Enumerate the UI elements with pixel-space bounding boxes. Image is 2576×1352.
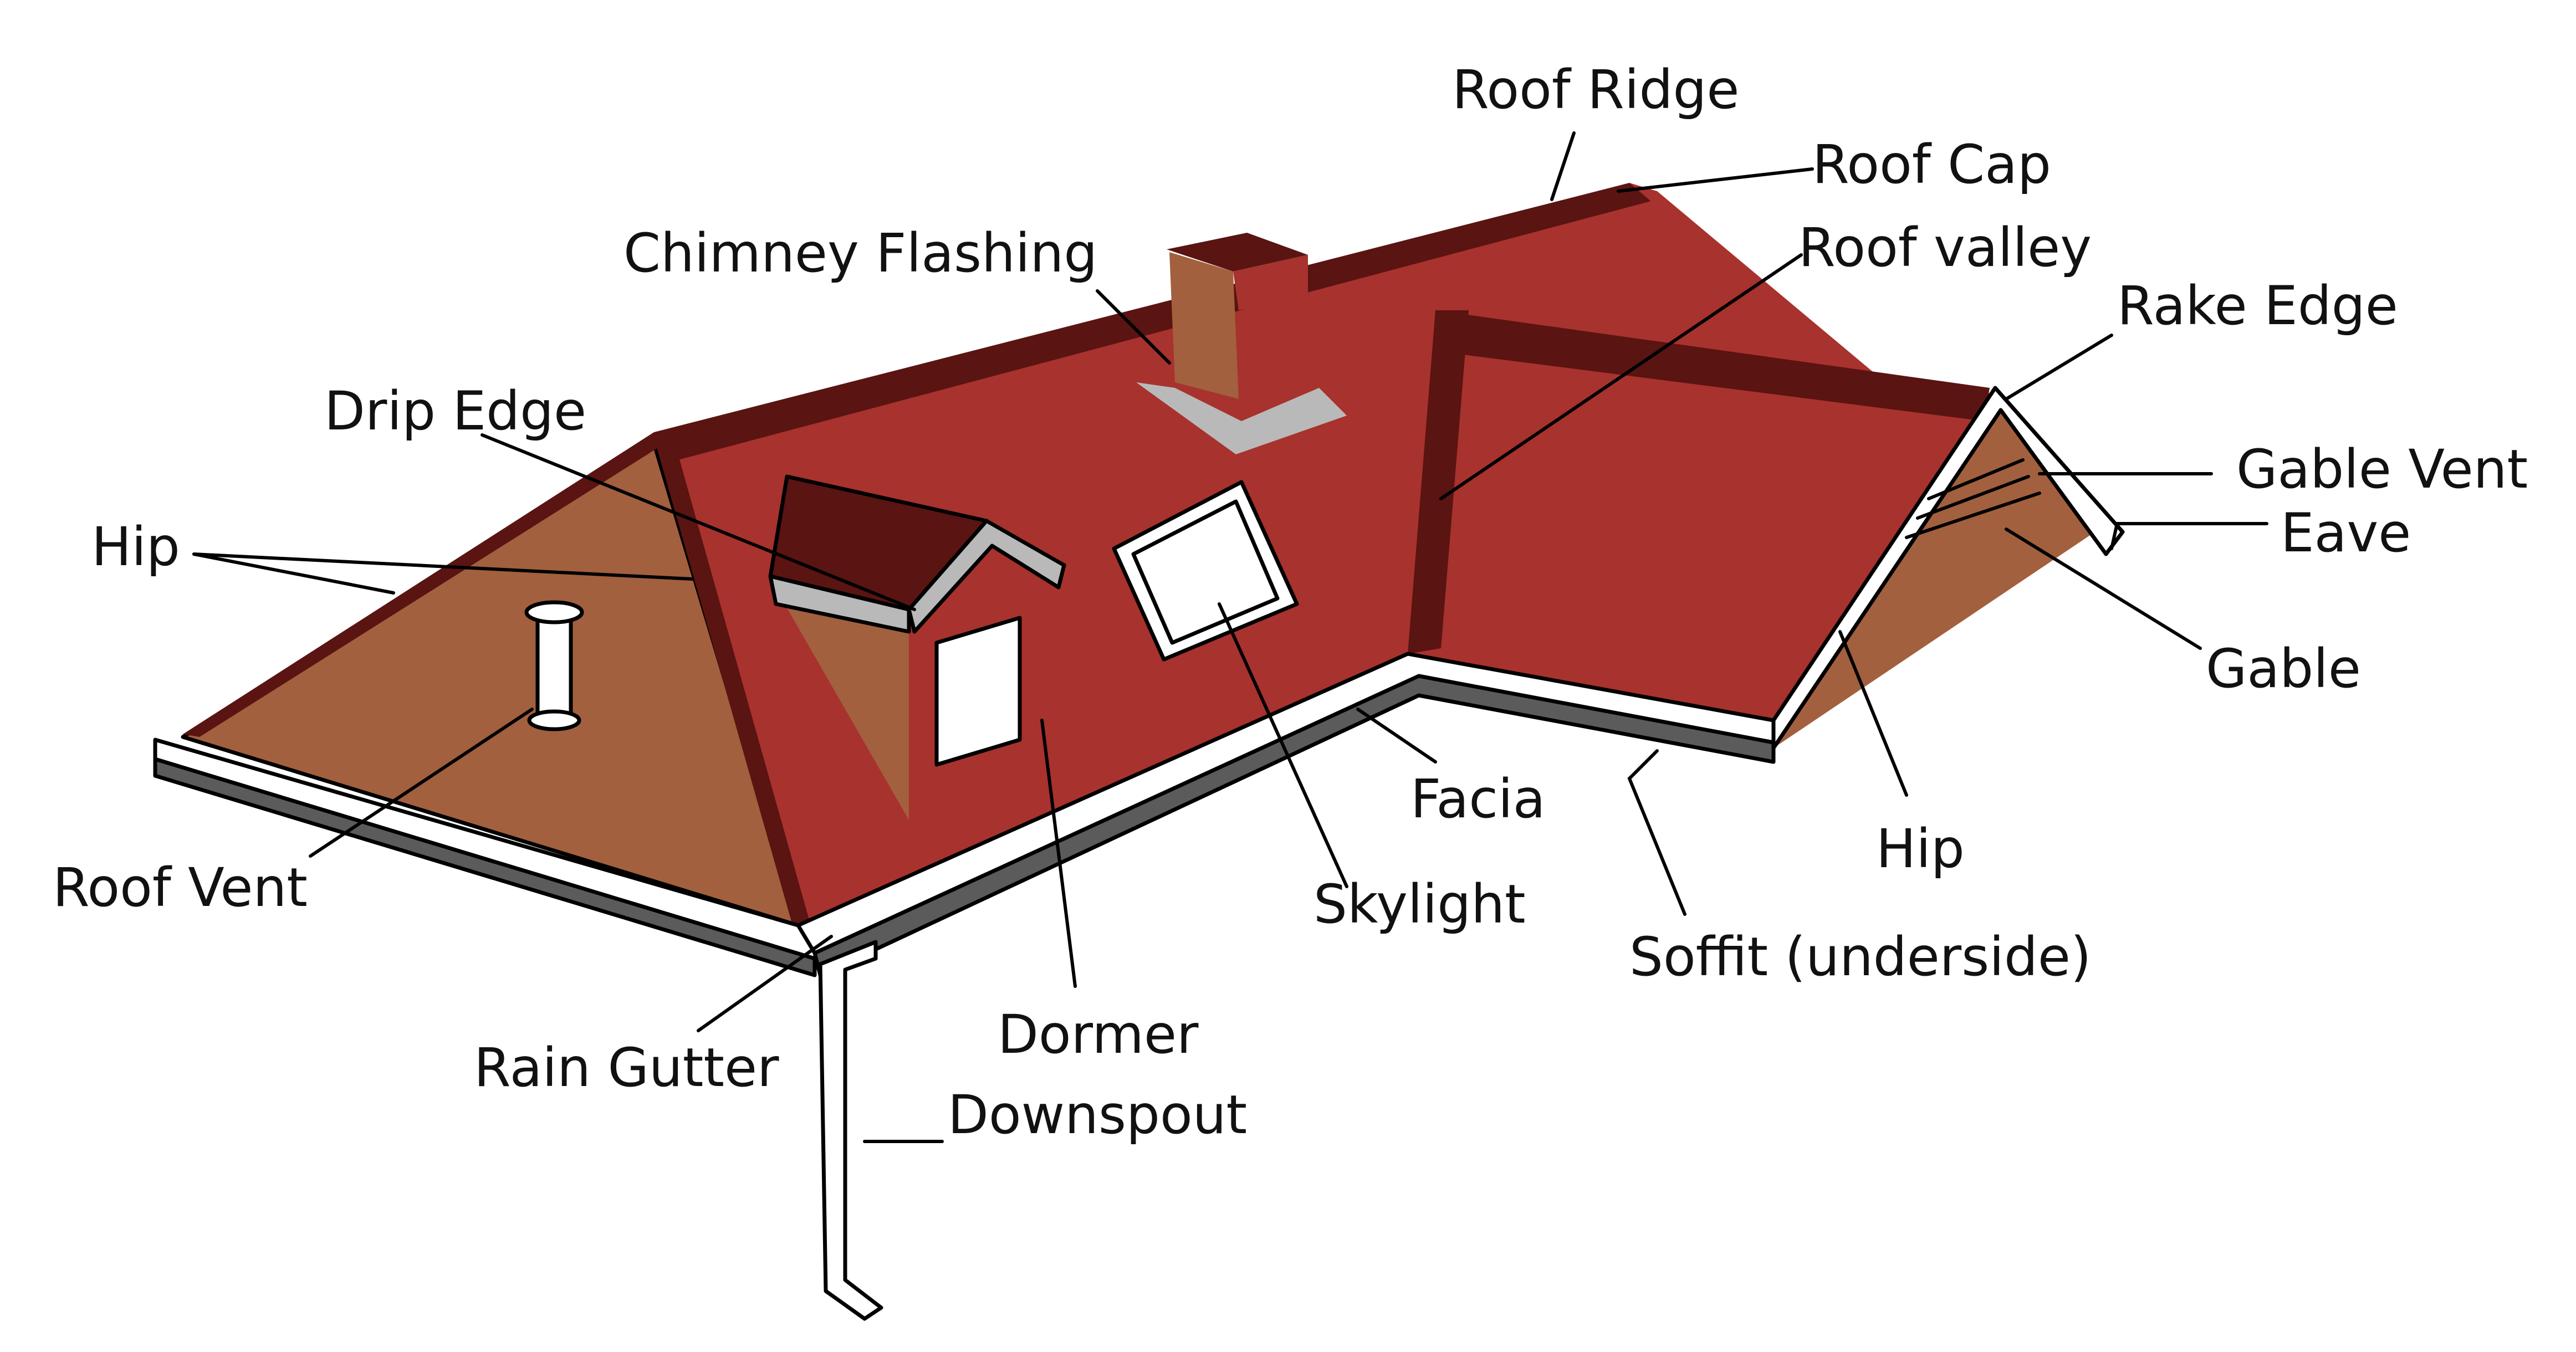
roof-cap-band: [1629, 183, 1879, 382]
label-roof-valley: Roof valley: [1798, 217, 2092, 279]
leader-chimney-flashing: [1096, 289, 1171, 365]
gable-vent-line-1: [1927, 458, 2025, 500]
leader-roof-cap: [1617, 167, 1814, 193]
label-soffit: Soffit (underside): [1629, 926, 2091, 988]
left-gutter: [153, 757, 817, 977]
label-chimney-flashing: Chimney Flashing: [623, 222, 1097, 284]
leader-hip-left-1: [192, 552, 395, 595]
leader-lines: [192, 131, 2268, 1143]
label-roof-cap: Roof Cap: [1812, 134, 2051, 196]
leader-rake-edge: [2005, 334, 2113, 401]
label-skylight: Skylight: [1313, 873, 1526, 935]
dormer-ridge-trim: [907, 519, 1066, 634]
label-downspout: Downspout: [948, 1084, 1247, 1146]
wing-ridge-band: [1435, 310, 1990, 421]
leader-dormer: [1040, 719, 1077, 988]
label-rake-edge: Rake Edge: [2117, 275, 2398, 337]
label-gable: Gable: [2206, 638, 2361, 700]
chimney-top: [1167, 233, 1308, 272]
downspout: [818, 940, 883, 1321]
gable-vent-line-2: [1916, 475, 2030, 520]
label-roof-vent: Roof Vent: [53, 857, 308, 919]
leader-gable: [2005, 528, 2202, 650]
gable-face: [1773, 399, 2095, 748]
dormer-flashing: [768, 574, 911, 634]
label-rain-gutter: Rain Gutter: [474, 1037, 779, 1099]
valley-band: [1408, 310, 1469, 654]
leader-roof-vent: [309, 708, 534, 858]
roof-vent-base: [527, 709, 581, 731]
chimney-flashing: [1136, 382, 1347, 454]
leader-drip-edge: [481, 433, 916, 611]
leader-facia: [1356, 708, 1437, 764]
chimney-side: [1233, 255, 1308, 310]
labels: Roof Ridge Roof Cap Chimney Flashing Roo…: [53, 59, 2528, 1146]
leader-rain-gutter: [697, 935, 833, 1032]
leader-soffit: [1627, 749, 1686, 916]
label-hip-left: Hip: [91, 516, 180, 578]
dormer-shadow: [781, 598, 909, 820]
leader-roof-ridge: [1550, 131, 1576, 201]
label-hip-right: Hip: [1876, 818, 1965, 880]
leader-hip-right: [1838, 630, 1908, 797]
dormer-window: [934, 616, 1022, 767]
label-dormer: Dormer: [998, 1003, 1199, 1066]
chimney-body: [1169, 252, 1239, 399]
label-drip-edge: Drip Edge: [324, 380, 586, 442]
left-hip-edge: [654, 438, 809, 925]
gable-vent-line-3: [1905, 491, 2041, 539]
ridge-band: [654, 183, 1657, 463]
leader-skylight: [1218, 602, 1348, 888]
label-eave: Eave: [2281, 502, 2411, 564]
roof-vent-cap: [524, 600, 584, 624]
leader-hip-left-2: [192, 552, 694, 581]
label-gable-vent: Gable Vent: [2236, 438, 2528, 500]
leader-eave: [2110, 522, 2268, 550]
label-facia: Facia: [1410, 768, 1546, 830]
label-roof-ridge: Roof Ridge: [1452, 59, 1739, 121]
leader-roof-valley: [1439, 253, 1803, 500]
left-hip-eave-dark: [183, 432, 665, 737]
roof-vent-pipe: [535, 613, 573, 728]
right-wing-plane: [1419, 316, 1990, 742]
skylight-glass: [1131, 499, 1280, 645]
